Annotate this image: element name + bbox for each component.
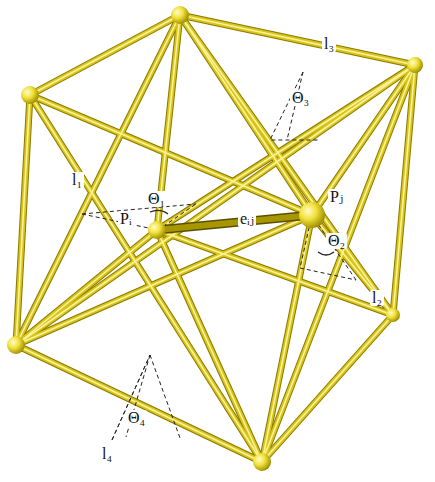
tube-edge: [393, 65, 415, 315]
tube-edge: [16, 65, 415, 345]
tube-edge: [180, 15, 415, 65]
tube-edge: [393, 65, 415, 315]
tube-edge: [16, 215, 312, 345]
tube-edge: [157, 215, 312, 230]
tube-edge: [180, 15, 312, 215]
tube-edge: [16, 230, 157, 345]
tube-edge: [16, 230, 157, 345]
edge-label: eᵢⱼ: [238, 211, 256, 227]
tube-edge: [30, 95, 262, 462]
tube-edge: [16, 95, 30, 345]
tube-edge: [262, 315, 393, 462]
tube-edge: [16, 215, 312, 345]
vertex-sphere: [299, 202, 325, 228]
tube-edge: [16, 215, 312, 345]
tube-edge: [180, 15, 393, 315]
tube-edge: [262, 65, 415, 462]
tube-edge: [157, 230, 262, 462]
tube-edge: [312, 65, 415, 215]
tube-edge: [312, 215, 393, 315]
vertex-sphere: [407, 57, 423, 73]
length-label: l₄: [100, 446, 114, 462]
tube-edge: [262, 65, 415, 462]
angle-label: Θ₄: [126, 410, 147, 426]
tube-edge: [180, 15, 393, 315]
length-label: l₁: [70, 172, 84, 188]
angle-label: Θ₁: [146, 191, 167, 207]
tube-edge: [16, 230, 157, 345]
tube-edge: [262, 315, 393, 462]
tube-edge: [30, 95, 312, 215]
tube-edge: [180, 15, 415, 65]
vertex-sphere: [148, 221, 166, 239]
tube-edge: [262, 65, 415, 462]
point-label: Pⱼ: [328, 189, 345, 205]
tube-edge: [16, 65, 415, 345]
tube-edge: [262, 215, 312, 462]
vertex-sphere: [7, 336, 25, 354]
tube-edge: [180, 15, 393, 315]
tube-edge: [262, 215, 312, 462]
vertex-sphere: [21, 86, 39, 104]
vertex-sphere: [253, 453, 271, 471]
vertex-sphere: [171, 6, 189, 24]
vertex-sphere: [386, 308, 400, 322]
angle-label: Θ₃: [290, 90, 311, 106]
tube-edge: [262, 315, 393, 462]
length-label: l₃: [322, 36, 336, 52]
tube-edge: [16, 65, 415, 345]
tube-edge: [157, 215, 312, 230]
tube-edge: [16, 15, 180, 345]
point-label: Pᵢ: [118, 211, 134, 227]
tube-edge: [157, 65, 415, 230]
tube-edge: [262, 215, 312, 462]
tube-edge: [180, 15, 415, 65]
tube-edge: [16, 95, 30, 345]
tube-edge: [30, 15, 180, 95]
angle-label: Θ₂: [326, 233, 347, 249]
length-label: l₂: [370, 290, 384, 306]
tube-edge: [16, 95, 30, 345]
tube-edge: [157, 65, 415, 230]
